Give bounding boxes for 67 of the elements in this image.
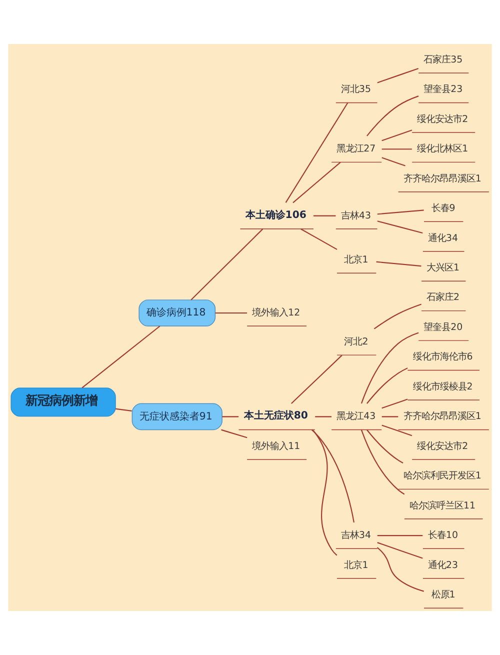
- connector: [382, 157, 406, 166]
- node-text: 望奎县23: [424, 84, 463, 96]
- node-text: 吉林34: [340, 530, 371, 542]
- node-text: 长春10: [428, 530, 458, 542]
- node-text: 绥化安达市2: [417, 114, 468, 125]
- connector: [315, 416, 332, 418]
- node-text: 境外输入12: [252, 307, 300, 318]
- connector: [376, 261, 422, 267]
- node-box: 无症状感染者91: [132, 403, 222, 430]
- node-text: 绥化市海伦市6: [412, 352, 473, 363]
- node-text: 黑龙江27: [336, 144, 376, 155]
- node-text: 绥化北林区1: [417, 144, 468, 155]
- connector: [116, 408, 132, 412]
- node-text: 河北35: [340, 84, 371, 96]
- connector: [376, 547, 424, 592]
- node-text: 哈尔滨利民开发区1: [403, 470, 482, 482]
- connector: [314, 215, 336, 216]
- connector: [377, 535, 423, 536]
- connector: [222, 416, 239, 418]
- connector: [360, 430, 405, 495]
- node-text: 通化34: [428, 232, 458, 244]
- connector: [366, 96, 419, 136]
- connector: [366, 368, 408, 404]
- connector: [300, 228, 338, 250]
- connector: [382, 130, 412, 142]
- connector: [382, 398, 408, 409]
- node-text: 松原1: [431, 590, 456, 601]
- node-text: 绥化安达市2: [417, 440, 468, 452]
- connector: [285, 102, 348, 203]
- connector: [82, 326, 160, 388]
- connector: [291, 354, 342, 404]
- connector: [221, 429, 248, 438]
- node-text: 黑龙江43: [336, 411, 376, 422]
- connector: [377, 210, 424, 215]
- node-text: 望奎县20: [424, 322, 463, 333]
- node-text: 大兴区1: [426, 262, 460, 274]
- connector: [377, 220, 423, 234]
- node-text: 齐齐哈尔昂昂溪区1: [403, 173, 482, 184]
- connector: [215, 312, 248, 314]
- node-text: 哈尔滨呼兰区11: [410, 500, 476, 512]
- node-text: 本土确诊106: [245, 210, 306, 221]
- node-text: 北京1: [344, 254, 368, 266]
- node-box: 新冠病例新增: [10, 388, 116, 417]
- node-text: 吉林43: [340, 210, 371, 222]
- node-text: 本土无症状80: [244, 410, 308, 422]
- node-text: 齐齐哈尔昂昂溪区1: [403, 411, 482, 422]
- connector: [382, 148, 412, 150]
- node-text: 绥化市绥棱县2: [412, 381, 473, 392]
- node-text: 北京1: [344, 560, 368, 571]
- node-text: 通化23: [428, 560, 458, 571]
- connector: [366, 430, 404, 464]
- node-text: 石家庄35: [424, 54, 463, 66]
- node-box: 确诊病例118: [138, 300, 216, 326]
- connector: [377, 68, 419, 84]
- connector: [377, 542, 423, 559]
- connector: [374, 304, 422, 330]
- node-text: 河北2: [344, 336, 368, 348]
- connector: [311, 429, 354, 523]
- connector: [292, 162, 341, 204]
- connector: [382, 424, 412, 436]
- node-text: 境外输入11: [252, 440, 300, 452]
- connector: [382, 416, 398, 418]
- connector: [360, 332, 419, 404]
- connector: [190, 228, 264, 300]
- node-text: 石家庄2: [426, 292, 460, 304]
- connector: [312, 429, 338, 556]
- node-text: 长春9: [431, 203, 456, 214]
